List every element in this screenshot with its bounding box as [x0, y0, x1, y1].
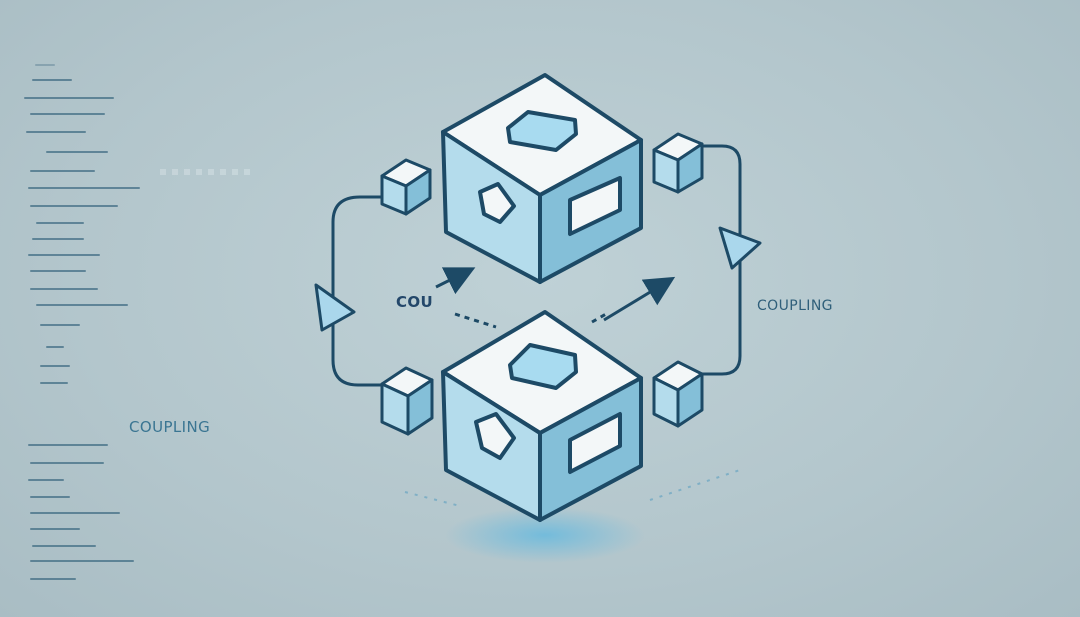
- right-triangle-icon: [718, 226, 762, 270]
- arrow-icon: [603, 276, 676, 322]
- dotted-trail-line: [404, 491, 461, 507]
- code-snippet-decoration: [0, 0, 150, 617]
- left-coupling-label: COUPLING: [129, 418, 211, 436]
- dashed-link: [591, 312, 607, 324]
- connector-block-icon: [652, 132, 704, 194]
- dashed-link: [454, 312, 497, 329]
- arrow-icon: [435, 267, 476, 295]
- connector-block-icon: [652, 360, 704, 428]
- right-coupling-label: COUPLING: [757, 298, 833, 314]
- connector-block-icon: [380, 366, 434, 436]
- lower-cube-icon: [441, 310, 643, 522]
- upper-cube-icon: [441, 73, 643, 284]
- left-triangle-icon: [314, 283, 356, 332]
- connector-block-icon: [380, 158, 432, 216]
- cube-shadow: [445, 507, 645, 563]
- left-loop-connector: [331, 195, 382, 387]
- middle-coupling-label: COU: [396, 293, 434, 311]
- dotted-trail-line: [649, 469, 741, 501]
